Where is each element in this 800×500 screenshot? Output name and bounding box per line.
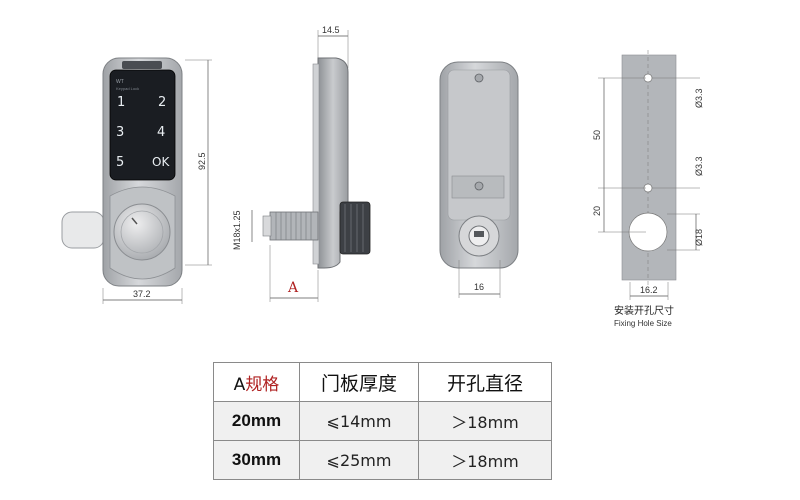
fixing-hole-label-cn: 安装开孔尺寸 xyxy=(614,304,674,317)
cell-thickness: ⩽25mm xyxy=(299,440,419,480)
front-view: WT Keypad Lock 1 2 3 4 5 OK 37.2 92.5 xyxy=(61,57,212,304)
fixing-hole-label-en: Fixing Hole Size xyxy=(614,319,672,328)
technical-drawing: WT Keypad Lock 1 2 3 4 5 OK 37.2 92.5 14… xyxy=(61,25,704,328)
dim-cam-width: 16 xyxy=(474,282,484,292)
side-edge xyxy=(312,63,320,265)
back-view: 16 xyxy=(439,61,519,298)
cam-slot xyxy=(474,231,484,237)
keypad-brand: WT xyxy=(116,79,124,85)
cell-spec: 20mm xyxy=(213,401,300,441)
dim-hole-offset: 16.2 xyxy=(640,285,658,295)
dim-depth: 14.5 xyxy=(322,25,340,35)
dim-spacing-lower: 20 xyxy=(592,206,602,216)
cell-hole: ＞18mm xyxy=(418,401,552,441)
fixing-hole-view: 50 20 Ø3.3 Ø3.3 Ø18 16.2 安装开孔尺寸 Fixing H… xyxy=(592,50,704,328)
keypad-subtitle: Keypad Lock xyxy=(116,86,139,91)
key-ok: OK xyxy=(152,155,170,169)
spec-table: A规格 门板厚度 开孔直径 20mm ⩽14mm ＞18mm 30mm ⩽25m… xyxy=(213,362,552,480)
cell-thickness: ⩽14mm xyxy=(299,401,419,441)
dim-height: 92.5 xyxy=(197,152,207,170)
dim-spacing-upper: 50 xyxy=(592,130,602,140)
screw-middle xyxy=(474,181,484,191)
knob-pointer xyxy=(131,217,138,225)
key-1: 1 xyxy=(117,95,125,110)
screw-upper xyxy=(474,73,484,83)
side-view: 14.5 M18x1.25 A xyxy=(232,25,371,302)
key-4: 4 xyxy=(157,125,165,140)
key-5: 5 xyxy=(116,155,124,170)
knurl-lines xyxy=(344,204,364,252)
dim-body-width: 37.2 xyxy=(133,289,151,299)
dim-dia-middle: Ø3.3 xyxy=(694,156,704,176)
dim-dia-large: Ø18 xyxy=(694,229,704,246)
dim-dia-upper: Ø3.3 xyxy=(694,88,704,108)
key-3: 3 xyxy=(116,125,124,140)
cell-spec: 30mm xyxy=(213,440,300,480)
knob-inner xyxy=(120,210,164,254)
header-hole: 开孔直径 xyxy=(418,362,552,402)
cam-tongue xyxy=(61,211,105,249)
thread-tip xyxy=(262,215,272,237)
key-2: 2 xyxy=(158,95,166,110)
header-spec: A规格 xyxy=(213,362,300,402)
knurled-knob xyxy=(339,201,371,255)
thread-shank xyxy=(269,211,319,241)
keypad-panel xyxy=(109,69,176,181)
table-row: 20mm ⩽14mm ＞18mm xyxy=(213,401,552,441)
rotary-knob xyxy=(113,203,171,261)
dim-length-a: A xyxy=(287,280,299,296)
header-thickness: 门板厚度 xyxy=(299,362,419,402)
keypad-top-strip xyxy=(122,61,162,69)
table-header-row: A规格 门板厚度 开孔直径 xyxy=(213,362,552,402)
cell-hole: ＞18mm xyxy=(418,440,552,480)
thread-ribs xyxy=(275,212,312,240)
table-row: 30mm ⩽25mm ＞18mm xyxy=(213,440,552,480)
dim-thread: M18x1.25 xyxy=(232,210,242,250)
